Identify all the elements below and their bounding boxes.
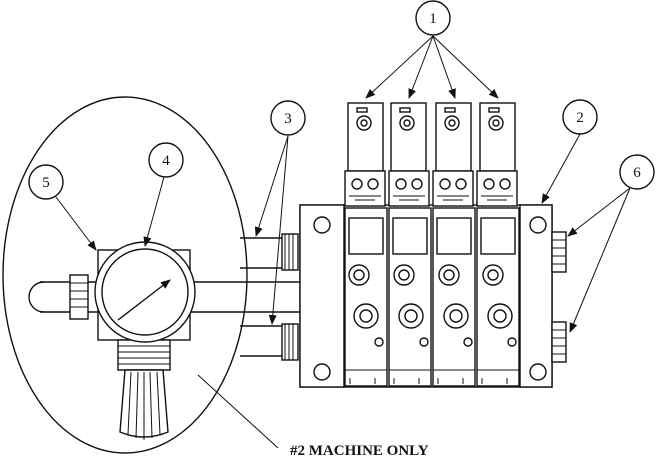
machine-note: #2 MACHINE ONLY [290, 443, 429, 459]
svg-text:5: 5 [42, 175, 50, 191]
callout-4: 4 [148, 142, 184, 178]
callout-2: 2 [562, 99, 598, 135]
svg-text:2: 2 [576, 110, 584, 126]
svg-text:1: 1 [429, 11, 437, 27]
valve-station-1 [344, 207, 388, 387]
svg-text:6: 6 [633, 165, 641, 181]
solenoid-4 [476, 102, 518, 207]
valve-station-4 [476, 207, 520, 387]
callout-5: 5 [28, 164, 64, 200]
valve-station-3 [432, 207, 476, 387]
solenoid-3 [432, 102, 474, 207]
right-plug-fittings [551, 231, 567, 363]
solenoid-2 [388, 102, 430, 207]
callout-6: 6 [619, 154, 655, 190]
pressure-gauge [94, 241, 196, 343]
valve-station-2 [388, 207, 432, 387]
svg-text:4: 4 [162, 153, 170, 169]
callout-leaders [55, 35, 631, 449]
machine-2-region-ellipse [2, 96, 248, 454]
lower-fitting [281, 323, 299, 361]
callout-1: 1 [415, 0, 451, 36]
callout-3: 3 [270, 100, 306, 136]
solenoid-1 [344, 102, 386, 207]
svg-text:3: 3 [284, 111, 292, 127]
upper-fitting [281, 233, 299, 271]
